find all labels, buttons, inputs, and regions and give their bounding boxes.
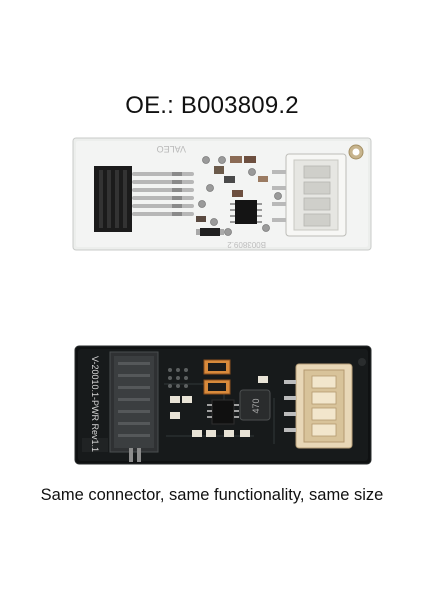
comparison-caption: Same connector, same functionality, same… (40, 486, 384, 504)
top-silkscreen-part: B003809.2 (227, 240, 266, 249)
original-board-photo: VALEO B003809.2 (72, 136, 374, 254)
inductor-marking: 470 (251, 398, 261, 413)
replacement-board-photo: 470 V-20010.1-PWR Rev1.1 (74, 344, 374, 468)
bottom-silkscreen-label: V-20010.1-PWR Rev1.1 (90, 356, 100, 452)
top-silkscreen-valeo: VALEO (157, 144, 186, 154)
part-number-title: OE.: B003809.2 (125, 92, 299, 119)
